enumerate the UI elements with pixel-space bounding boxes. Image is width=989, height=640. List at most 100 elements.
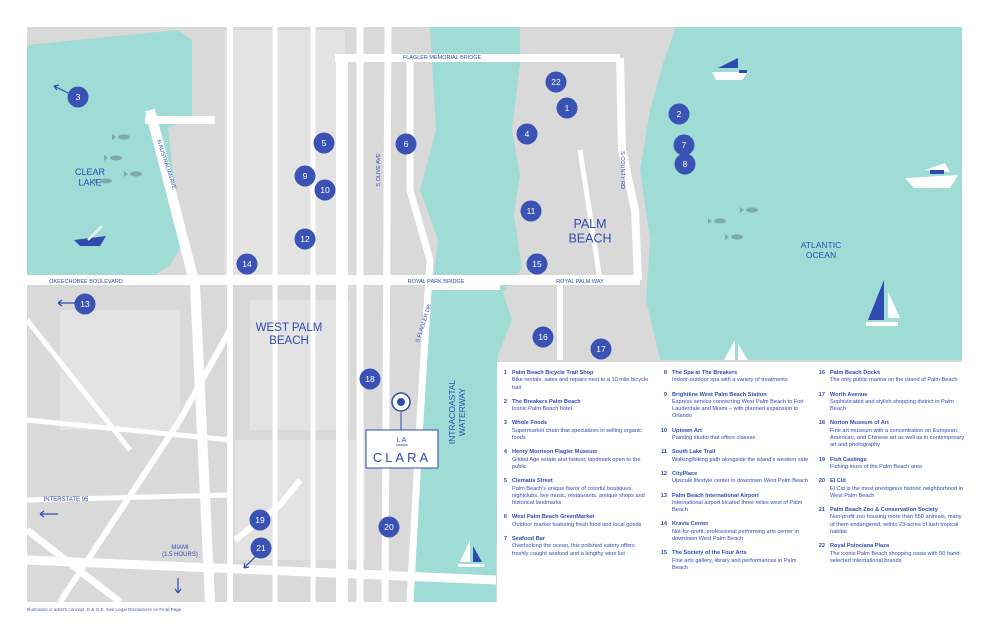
legend-item-description: The iconic Palm Beach shopping oasis wit… xyxy=(830,550,962,564)
block xyxy=(250,300,350,430)
legend-item-description: Palm Beach’s unique flavor of colorful b… xyxy=(512,485,645,507)
block xyxy=(225,30,345,280)
sailboat-icon xyxy=(458,540,484,567)
legend-item-title: Norton Museum of Art xyxy=(830,420,889,427)
boat-icon xyxy=(712,58,748,80)
map-marker-15[interactable] xyxy=(526,253,548,275)
map-marker-11[interactable] xyxy=(520,200,542,222)
disclaimer-text: Illustration is artist’s concept. E & O.… xyxy=(27,607,183,612)
road-label-miami: MIAMI(1.5 HOURS) xyxy=(162,545,198,558)
legend-item-number: 21 xyxy=(818,507,825,514)
map-marker-label: 3 xyxy=(76,92,81,102)
map-marker-12[interactable] xyxy=(294,228,316,250)
road-label-interstate: INTERSTATE 95 xyxy=(44,497,89,503)
legend-item-number: 3 xyxy=(503,420,507,427)
map-marker-10[interactable] xyxy=(314,179,336,201)
legend-item-description: Painting studio that offers classes xyxy=(672,435,756,442)
legend-item-number: 1 xyxy=(503,370,507,376)
map-marker-3[interactable] xyxy=(67,86,89,108)
legend-item-title: Palm Beach Zoo & Conservation Society xyxy=(830,507,938,514)
map-marker-13[interactable] xyxy=(74,293,96,315)
direction-arrow xyxy=(39,84,257,594)
legend-item-title: Palm Beach Bicycle Trail Shop xyxy=(512,370,594,376)
map-marker-label: 4 xyxy=(525,129,530,139)
legend-item-description: Fine art museum with a concentration on … xyxy=(830,427,965,449)
legend-item-description: Bike rentals, sales and repairs next to … xyxy=(512,377,649,391)
map-marker-5[interactable] xyxy=(313,132,335,154)
map-marker-14[interactable] xyxy=(236,253,258,275)
legend-item-title: The Spa at The Breakers xyxy=(672,370,738,376)
map-marker-7[interactable] xyxy=(673,134,695,156)
legend-item-number: 11 xyxy=(661,449,667,456)
map-marker-21[interactable] xyxy=(250,537,272,559)
map-marker-2[interactable] xyxy=(668,103,690,125)
legend-item-number: 22 xyxy=(818,543,825,550)
map-marker-17[interactable] xyxy=(590,338,612,360)
map-marker-label: 15 xyxy=(532,259,542,269)
legend-item-number: 19 xyxy=(818,456,825,463)
legend-item-description: Fine arts gallery, library and performan… xyxy=(672,557,797,571)
map-marker-22[interactable] xyxy=(545,71,567,93)
map-marker-6[interactable] xyxy=(395,133,417,155)
legend-item-description: Upscale lifestyle center in downtown Wes… xyxy=(672,478,809,485)
legend-item-number: 5 xyxy=(503,478,507,485)
map-marker-8[interactable] xyxy=(674,153,696,175)
legend-item-title: CityPlace xyxy=(672,470,698,477)
legend-item-number: 2 xyxy=(503,398,507,405)
legend-item-number: 14 xyxy=(660,521,667,528)
legend-item-title: Palm Beach Docks xyxy=(830,370,881,376)
legend-item-number: 17 xyxy=(818,391,825,398)
la-clara-logo-box[interactable] xyxy=(365,429,439,469)
area-label-intracoastal: INTRACOASTALWATERWAY xyxy=(447,379,467,444)
map-marker-label: 10 xyxy=(320,185,330,195)
legend-item-title: South Lake Trail xyxy=(672,449,716,456)
map-marker-20[interactable] xyxy=(378,516,400,538)
legend-item-description: Gilded Age estate and historic landmark … xyxy=(512,456,641,470)
legend-item-title: Worth Avenue xyxy=(830,391,868,398)
legend-item-number: 8 xyxy=(663,370,667,376)
legend-item-title: Brightline West Palm Beach Station xyxy=(672,391,767,398)
la-clara-logo-bottom: CLARA xyxy=(373,450,431,465)
legend-item-title: Royal Poinciana Plaza xyxy=(830,543,890,550)
map-marker-label: 14 xyxy=(242,259,252,269)
legend-item-number: 13 xyxy=(660,492,667,499)
map-marker-4[interactable] xyxy=(516,123,538,145)
legend-item-title: Henry Morrison Flagler Museum xyxy=(512,449,598,456)
map-marker-16[interactable] xyxy=(532,326,554,348)
map-marker-9[interactable] xyxy=(294,165,316,187)
map-marker-18[interactable] xyxy=(359,368,381,390)
legend-item-description: Supermarket chain that specializes in se… xyxy=(512,427,642,442)
map-marker-1[interactable] xyxy=(556,97,578,119)
legend-item-description: Non-profit zoo housing more than 550 ani… xyxy=(830,514,962,536)
road-label-royal-park: ROYAL PARK BRIDGE xyxy=(408,279,465,285)
legend-item-description: Not-for-profit, professional performing … xyxy=(672,528,799,543)
map-marker-19[interactable] xyxy=(249,509,271,531)
legend-item-title: Fish Castings xyxy=(830,456,867,463)
map-marker-label: 7 xyxy=(682,140,687,150)
legend-item-number: 6 xyxy=(503,514,507,521)
legend-item-description: Overlooking the ocean, this polished eat… xyxy=(512,543,635,557)
legend-item-description: Iconic Palm Beach hotel xyxy=(512,406,573,413)
block xyxy=(60,310,180,430)
boat-icon xyxy=(74,225,106,246)
